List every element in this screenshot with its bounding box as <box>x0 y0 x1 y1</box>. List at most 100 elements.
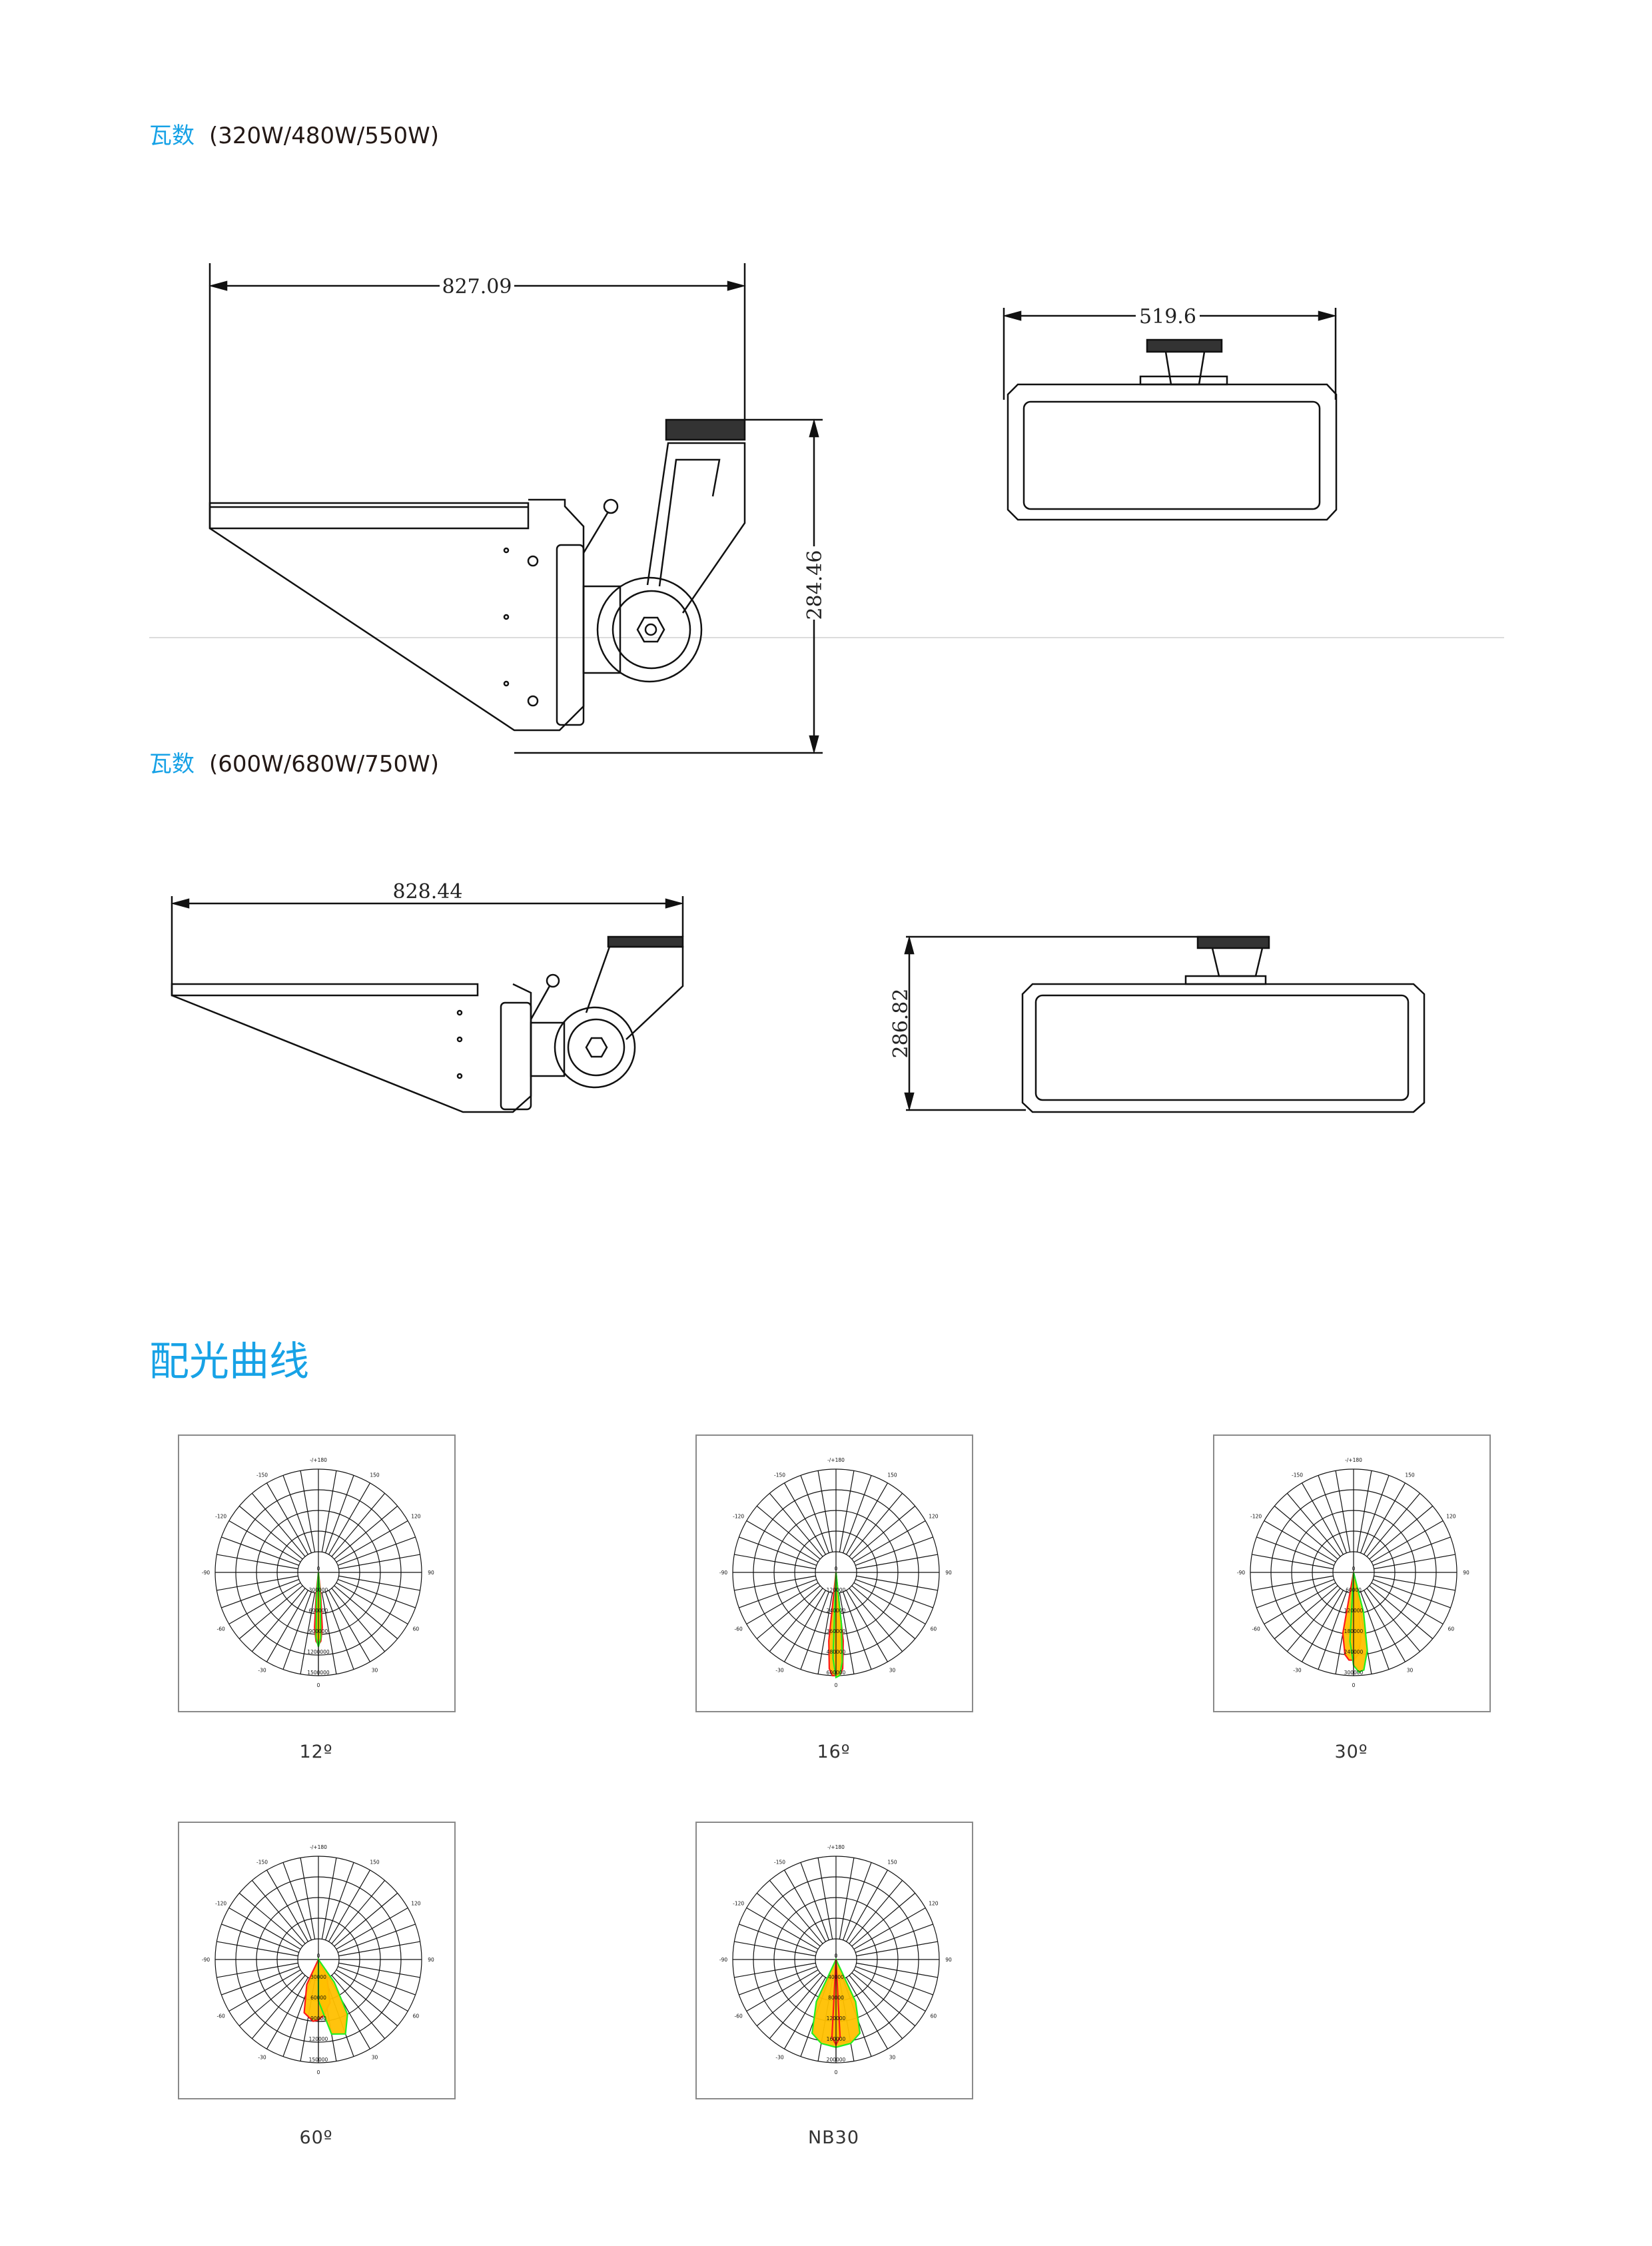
polar-spoke <box>331 1492 386 1557</box>
polar-spoke <box>321 1470 337 1552</box>
polar-spoke <box>325 1475 354 1554</box>
polar-spoke <box>331 1975 386 2039</box>
polar-spoke <box>1301 1482 1344 1555</box>
ring-label: 480000 <box>827 1649 846 1655</box>
polar-spoke <box>1360 1591 1390 1670</box>
section-divider <box>149 637 1504 638</box>
angle-label: 120 <box>929 1901 939 1907</box>
angle-label: 30 <box>889 2054 896 2060</box>
angle-label: 60 <box>931 2013 937 2019</box>
polar-spoke <box>1369 1505 1434 1560</box>
ring-label: 80000 <box>828 1995 844 2001</box>
ring-label: 60000 <box>1346 1587 1362 1593</box>
polar-spoke <box>336 1582 408 1625</box>
angle-label: 30 <box>889 1667 896 1673</box>
polar-spoke <box>216 1941 298 1957</box>
angle-label: 150 <box>887 1860 897 1866</box>
side-height-dimension: 284.46 <box>803 550 827 620</box>
ring-label: 240000 <box>827 1608 846 1614</box>
polar-spoke <box>1371 1582 1444 1625</box>
ring-label: 90000 <box>310 2015 326 2021</box>
polar-spoke <box>849 1880 903 1944</box>
center-label: 0 <box>317 1953 320 1959</box>
polar-spoke <box>238 1505 303 1560</box>
polar-spoke <box>251 1588 306 1652</box>
ring-label: 150000 <box>309 2057 328 2063</box>
ring-label: 360000 <box>827 1628 846 1634</box>
polar-spoke <box>849 1492 903 1557</box>
polar-spoke <box>221 1536 300 1566</box>
front-width-dimension: 519.6 <box>1139 305 1196 328</box>
polar-spoke <box>228 1582 301 1625</box>
side-view-drawing-1: 827.09 284.46 <box>208 263 827 754</box>
polar-spoke <box>1274 1585 1338 1640</box>
wattage-title-2: 瓦数(600W/680W/750W) <box>149 746 439 778</box>
polar-spoke <box>300 1592 316 1674</box>
polar-spoke <box>1372 1579 1451 1608</box>
angle-label: 120 <box>1446 1514 1456 1520</box>
polar-spoke <box>1256 1536 1335 1566</box>
ring-label: 900000 <box>309 1628 328 1634</box>
angle-label: -/+180 <box>827 1457 845 1463</box>
polar-spoke <box>800 1475 829 1554</box>
polar-spoke <box>746 1907 819 1950</box>
polar-spoke <box>282 1591 312 1670</box>
polar-spoke <box>739 1966 817 1995</box>
polar-grid <box>214 1468 422 1676</box>
angle-label: 60 <box>413 1626 420 1632</box>
polar-spoke <box>746 1969 819 2012</box>
angle-label: 0 <box>317 2069 320 2075</box>
technical-drawings: 827.09 284.46 519.6 828.44 <box>171 263 1426 1113</box>
polar-spoke <box>853 1907 926 1950</box>
ring-label: 600000 <box>309 1608 328 1614</box>
polar-spoke <box>845 1977 889 2049</box>
polar-spoke <box>1264 1520 1336 1563</box>
polar-spoke <box>1366 1588 1421 1652</box>
polar-spoke <box>734 1941 816 1957</box>
polar-spoke <box>325 1591 354 1670</box>
polar-grid <box>732 1468 940 1676</box>
polar-spoke <box>769 1880 823 1944</box>
polar-spoke <box>783 1590 827 1662</box>
polar-spoke <box>746 1582 819 1625</box>
polar-spoke <box>266 1590 309 1662</box>
angle-label: 60 <box>1448 1626 1455 1632</box>
polar-spoke <box>328 1870 371 1942</box>
polar-labels: -/+1801501209060300-30-60-90-120-1504000… <box>719 1844 952 2075</box>
angle-label: 0 <box>1352 1682 1356 1688</box>
angle-label: 120 <box>411 1514 421 1520</box>
angle-label: 120 <box>411 1901 421 1907</box>
angle-label: -/+180 <box>310 1457 327 1463</box>
angle-label: 60 <box>931 1626 937 1632</box>
polar-spoke <box>1356 1470 1372 1552</box>
polar-spoke <box>300 1858 316 1940</box>
polar-spoke <box>337 1924 416 1953</box>
angle-label: -120 <box>1250 1514 1262 1520</box>
angle-label: 90 <box>945 1957 952 1963</box>
polar-spoke <box>1372 1536 1451 1566</box>
angle-label: 150 <box>887 1472 897 1478</box>
polar-spoke <box>756 1505 821 1560</box>
polar-spoke <box>321 1592 337 1674</box>
angle-label: 30 <box>372 1667 378 1673</box>
angle-label: 90 <box>1463 1570 1469 1576</box>
polar-spoke <box>783 1870 827 1942</box>
polar-spoke <box>336 1520 408 1563</box>
beam-curve-c90-c270 <box>1349 1572 1368 1673</box>
angle-label: -90 <box>1237 1570 1245 1576</box>
angle-label: -120 <box>733 1514 744 1520</box>
ring-label: 30000 <box>310 1974 326 1980</box>
polar-spoke <box>739 1924 817 1953</box>
polar-spoke <box>1274 1505 1338 1560</box>
angle-label: -60 <box>735 1626 743 1632</box>
side-width-dimension: 828.44 <box>393 880 463 903</box>
angle-label: -120 <box>215 1514 226 1520</box>
wattage-title-1: 瓦数(320W/480W/550W) <box>149 117 439 150</box>
polar-spoke <box>251 1492 306 1557</box>
polar-spoke <box>328 1590 371 1662</box>
chart-caption: 12º <box>299 1742 333 1762</box>
polar-spoke <box>851 1972 916 2027</box>
polar-spoke <box>334 1892 398 1947</box>
